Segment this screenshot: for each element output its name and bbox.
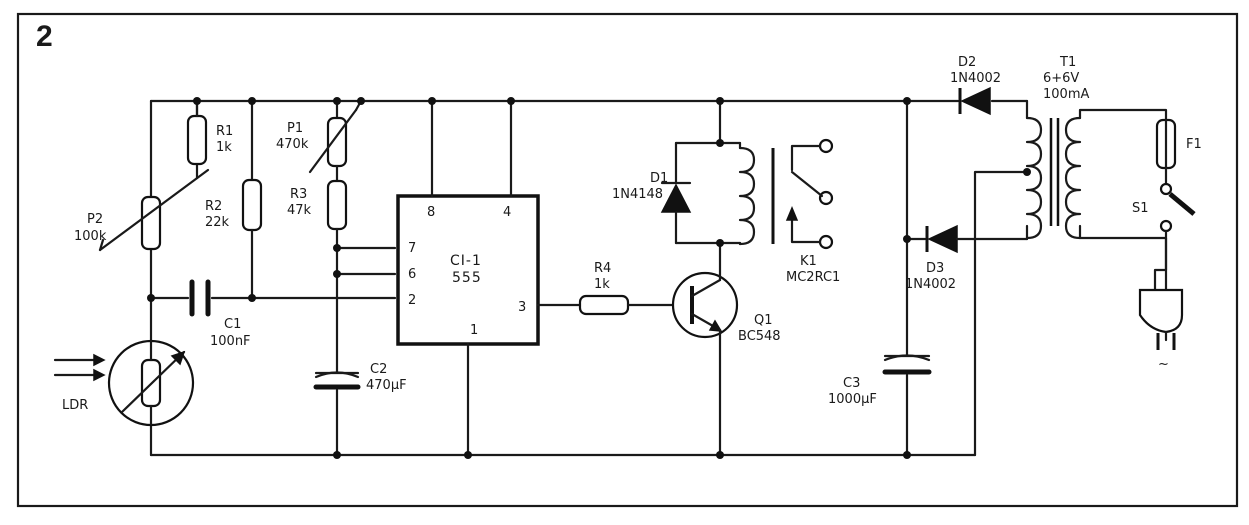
r2-ref: R2 bbox=[205, 199, 222, 214]
ic-pin-8: 8 bbox=[427, 205, 435, 220]
diode-d1-and-coil bbox=[660, 99, 775, 246]
mains-plug bbox=[1138, 229, 1184, 350]
r3-ref: R3 bbox=[290, 187, 307, 202]
ic-555 bbox=[396, 99, 540, 457]
t1-rating: 6+6V bbox=[1043, 71, 1079, 86]
junction-dots bbox=[147, 97, 1031, 459]
r4-value: 1k bbox=[594, 277, 610, 292]
r1-ref: R1 bbox=[216, 124, 233, 139]
potentiometer-p1 bbox=[308, 99, 363, 174]
light-arrows bbox=[53, 353, 106, 382]
q1-ref: Q1 bbox=[754, 313, 773, 328]
p2-value: 100k bbox=[74, 229, 107, 244]
d3-ref: D3 bbox=[926, 261, 944, 276]
transformer-core bbox=[1049, 118, 1060, 226]
ic-pin-6: 6 bbox=[408, 267, 416, 282]
switch-s1 bbox=[1159, 182, 1196, 233]
c2-value: 470µF bbox=[366, 378, 407, 393]
ic-type: 555 bbox=[452, 270, 482, 286]
s1-ref: S1 bbox=[1132, 201, 1149, 216]
figure-number: 2 bbox=[36, 20, 53, 53]
ic-pin-3: 3 bbox=[518, 300, 526, 315]
q1-value: BC548 bbox=[738, 329, 781, 344]
d1-value: 1N4148 bbox=[612, 187, 663, 202]
ic-pin-1: 1 bbox=[470, 323, 478, 338]
d1-ref: D1 bbox=[650, 171, 668, 186]
transformer-t1-secondary bbox=[973, 99, 1043, 457]
resistor-r4 bbox=[536, 294, 692, 316]
c1-ref: C1 bbox=[224, 317, 241, 332]
transistor-q1 bbox=[671, 241, 739, 457]
r1-value: 1k bbox=[216, 140, 232, 155]
diode-d3 bbox=[905, 224, 1029, 254]
resistor-r3 bbox=[326, 164, 397, 374]
d3-value: 1N4002 bbox=[905, 277, 956, 292]
r2-value: 22k bbox=[205, 215, 230, 230]
resistor-r1 bbox=[186, 99, 208, 166]
ldr-ref: LDR bbox=[62, 398, 88, 413]
d2-value: 1N4002 bbox=[950, 71, 1001, 86]
r3-value: 47k bbox=[287, 203, 312, 218]
capacitor-c2 bbox=[313, 371, 361, 457]
r4-ref: R4 bbox=[594, 261, 611, 276]
ic-pin-7: 7 bbox=[408, 241, 416, 256]
capacitor-c3 bbox=[882, 99, 932, 457]
p2-ref: P2 bbox=[87, 212, 103, 227]
relay-k1-contacts bbox=[785, 138, 834, 250]
transformer-t1-primary bbox=[1064, 108, 1168, 292]
c1-value: 100nF bbox=[210, 334, 251, 349]
fuse-f1 bbox=[1155, 118, 1177, 186]
p1-ref: P1 bbox=[287, 121, 303, 136]
resistor-r2 bbox=[241, 99, 263, 300]
k1-ref: K1 bbox=[800, 254, 817, 269]
figure-frame bbox=[16, 12, 1239, 508]
ic-pin-2: 2 bbox=[408, 293, 416, 308]
mains-symbol: ~ bbox=[1158, 357, 1169, 372]
diode-d2 bbox=[958, 86, 991, 116]
t1-ref: T1 bbox=[1059, 55, 1076, 70]
c3-value: 1000µF bbox=[828, 392, 877, 407]
capacitor-c1 bbox=[189, 279, 211, 317]
c2-ref: C2 bbox=[370, 362, 387, 377]
c3-ref: C3 bbox=[843, 376, 860, 391]
k1-value: MC2RC1 bbox=[786, 270, 840, 285]
p1-value: 470k bbox=[276, 137, 309, 152]
potentiometer-p2 bbox=[98, 99, 210, 252]
ic-ref: CI-1 bbox=[450, 253, 482, 269]
t1-current: 100mA bbox=[1043, 87, 1089, 102]
ic-pin-4: 4 bbox=[503, 205, 511, 220]
photoresistor-ldr bbox=[107, 339, 195, 427]
f1-ref: F1 bbox=[1186, 137, 1202, 152]
d2-ref: D2 bbox=[958, 55, 976, 70]
